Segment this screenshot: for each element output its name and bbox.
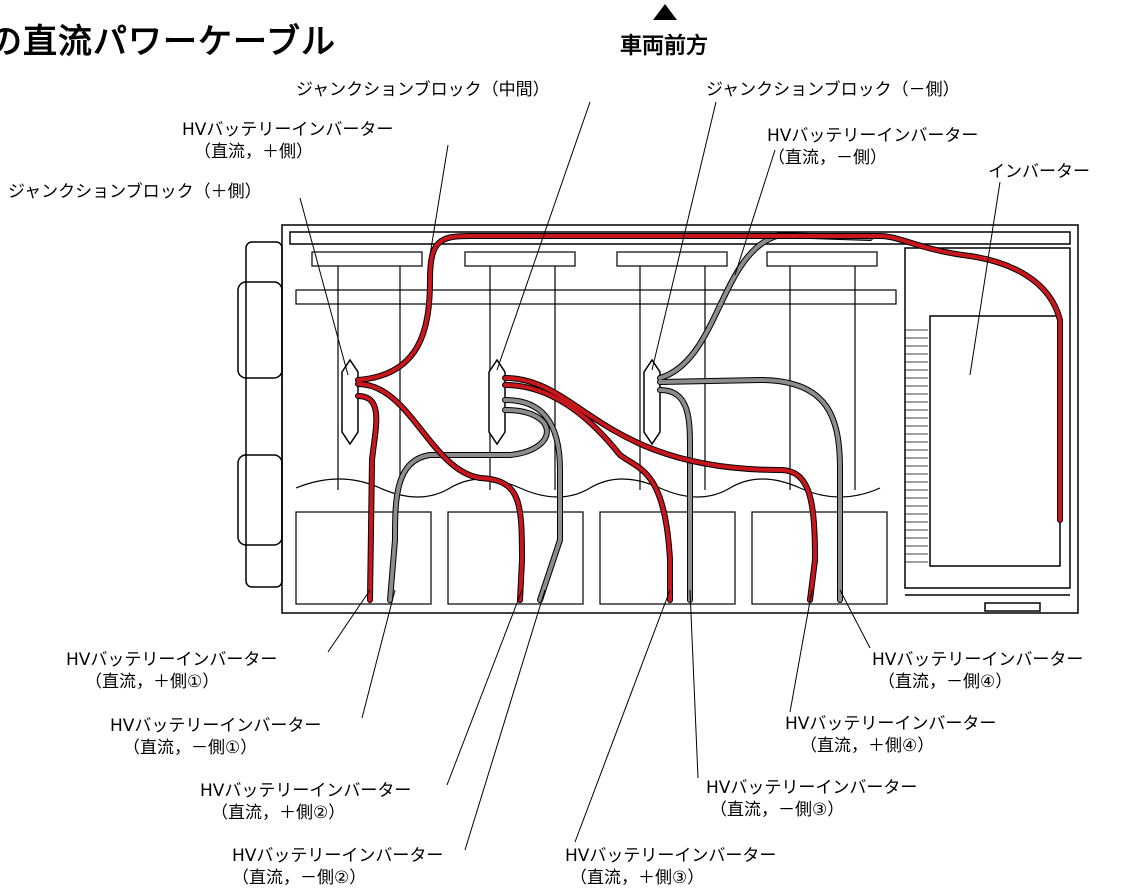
positive-cables bbox=[355, 233, 1063, 603]
label-pos1-1: HVバッテリーインバーター bbox=[66, 650, 278, 670]
label-neg3-1: HVバッテリーインバーター bbox=[706, 778, 918, 798]
battery-pack bbox=[237, 224, 1079, 614]
label-neg4-1: HVバッテリーインバーター bbox=[872, 650, 1084, 670]
junction-blocks bbox=[341, 358, 661, 446]
label-junction-block-middle: ジャンクションブロック（中間） bbox=[296, 80, 550, 100]
label-junction-block-negative: ジャンクションブロック（－側） bbox=[706, 80, 960, 100]
label-neg2-2: （直流，－側②） bbox=[232, 868, 367, 888]
label-pos3-1: HVバッテリーインバーター bbox=[565, 846, 777, 866]
label-inverter-positive-1: HVバッテリーインバーター bbox=[182, 120, 394, 140]
label-pos2-1: HVバッテリーインバーター bbox=[200, 781, 412, 801]
label-neg1-2: （直流，－側①） bbox=[123, 738, 258, 758]
page-title: の直流パワーケーブル bbox=[0, 22, 336, 62]
label-junction-block-positive: ジャンクションブロック（＋側） bbox=[8, 182, 262, 202]
label-neg3-2: （直流，－側③） bbox=[710, 800, 845, 820]
label-pos4-1: HVバッテリーインバーター bbox=[785, 714, 997, 734]
label-pos3-2: （直流，＋側③） bbox=[570, 868, 705, 888]
label-inverter-negative-2: （直流，－側） bbox=[768, 148, 887, 168]
label-pos4-2: （直流，＋側④） bbox=[800, 736, 935, 756]
label-inverter-negative-1: HVバッテリーインバーター bbox=[767, 126, 979, 146]
label-inverter-positive-2: （直流，＋側） bbox=[194, 142, 313, 162]
leader-lines bbox=[299, 101, 1001, 851]
label-neg2-1: HVバッテリーインバーター bbox=[232, 846, 444, 866]
front-arrow-icon bbox=[653, 4, 677, 20]
inverter-fins bbox=[905, 329, 928, 563]
vehicle-front-label: 車両前方 bbox=[620, 34, 709, 59]
label-pos2-2: （直流，＋側②） bbox=[211, 803, 346, 823]
label-inverter: インバーター bbox=[988, 162, 1090, 182]
label-pos1-2: （直流，＋側①） bbox=[85, 672, 220, 692]
label-neg4-2: （直流，－側④） bbox=[878, 672, 1013, 692]
label-neg1-1: HVバッテリーインバーター bbox=[110, 716, 322, 736]
